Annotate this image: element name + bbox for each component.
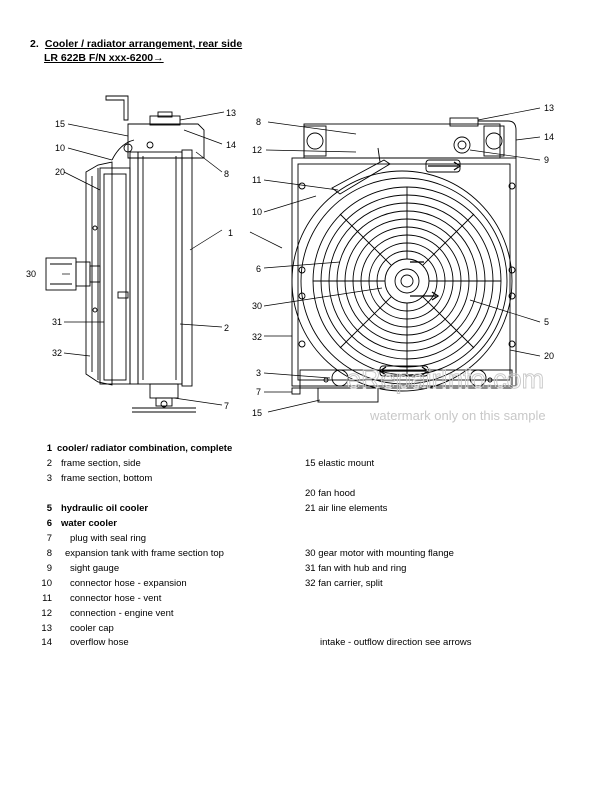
callout-6: 6 — [256, 264, 261, 274]
section-subtitle: LR 622B F/N xxx-6200→ — [44, 52, 164, 64]
flow-arrows — [378, 161, 462, 376]
legend-item: 7 plug with seal ring — [46, 533, 147, 544]
legend-item: 3 frame section, bottom — [46, 473, 153, 484]
legend-right-item: 21 air line elements — [305, 503, 388, 514]
callout-15-side: 15 — [55, 119, 65, 129]
rear-view — [291, 117, 517, 403]
callout-32-rear: 32 — [252, 332, 262, 342]
legend-item: 13 cooler cap — [41, 623, 114, 634]
leader-lines — [62, 107, 541, 413]
legend-item: 1 cooler/ radiator combination, complete — [46, 443, 233, 454]
legend-right-item: 32 fan carrier, split — [305, 578, 383, 589]
callout-13-rear: 13 — [544, 103, 554, 113]
callout-13-side: 13 — [226, 108, 236, 118]
watermark-note: watermark only on this sample — [369, 408, 546, 423]
legend-item: 6 water cooler — [46, 518, 117, 529]
legend-item: 12 connection - engine vent — [41, 608, 174, 619]
side-view — [45, 95, 205, 413]
callout-3: 3 — [256, 368, 261, 378]
legend-right-item: 15 elastic mount — [305, 458, 375, 469]
callout-30-side: 30 — [26, 269, 36, 279]
section-heading: 2. Cooler / radiator arrangement, rear s… — [30, 37, 242, 65]
watermark-site: eRepairInfo.com — [346, 364, 544, 394]
callout-2: 2 — [224, 323, 229, 333]
callout-31: 31 — [52, 317, 62, 327]
legend-item: 9 sight gauge 31 fan with hub and ring — [0, 562, 604, 577]
callout-20-side: 20 — [55, 167, 65, 177]
watermark: eRepairInfo.com watermark only on this s… — [346, 364, 546, 423]
callout-10-side: 10 — [55, 143, 65, 153]
legend-right-item: 30 gear motor with mounting flange — [305, 548, 454, 559]
callout-14-side: 14 — [226, 140, 236, 150]
legend-note: intake - outflow direction see arrows — [320, 637, 472, 648]
callout-20-rear: 20 — [544, 351, 554, 361]
callout-8-rear: 8 — [256, 117, 261, 127]
callout-8-side: 8 — [224, 169, 229, 179]
legend-item: 20 fan hood — [0, 487, 604, 502]
callout-5: 5 — [544, 317, 549, 327]
callout-32-side: 32 — [52, 348, 62, 358]
callout-7-side: 7 — [224, 401, 229, 411]
legend-right-item: 20 fan hood — [305, 488, 356, 499]
legend-item: 2 frame section, side 15 elastic mount — [0, 457, 604, 472]
legend-item: 8 expansion tank with frame section top … — [0, 547, 604, 562]
callout-12: 12 — [252, 145, 262, 155]
legend-item: 10 connector hose - expansion 32 fan car… — [0, 577, 604, 592]
callout-14-rear: 14 — [544, 132, 554, 142]
legend-item: 11 connector hose - vent — [42, 593, 162, 604]
legend-item: 14 overflow hose intake - outflow direct… — [0, 636, 604, 651]
callout-10-rear: 10 — [252, 207, 262, 217]
cooler-drawing: 15 10 20 30 31 32 13 14 8 1 2 7 8 12 11 … — [26, 95, 554, 423]
callout-labels: 15 10 20 30 31 32 13 14 8 1 2 7 8 12 11 … — [26, 103, 554, 418]
callout-9: 9 — [544, 155, 549, 165]
callout-15-rear: 15 — [252, 408, 262, 418]
legend-right-item: 31 fan with hub and ring — [305, 563, 407, 574]
section-title: Cooler / radiator arrangement, rear side — [44, 38, 243, 50]
callout-30-rear: 30 — [252, 301, 262, 311]
callout-7-rear: 7 — [256, 387, 261, 397]
legend-item: 5 hydraulic oil cooler 21 air line eleme… — [0, 502, 604, 517]
callout-11: 11 — [252, 175, 261, 185]
section-number: 2. — [30, 38, 39, 50]
callout-1: 1 — [228, 228, 233, 238]
